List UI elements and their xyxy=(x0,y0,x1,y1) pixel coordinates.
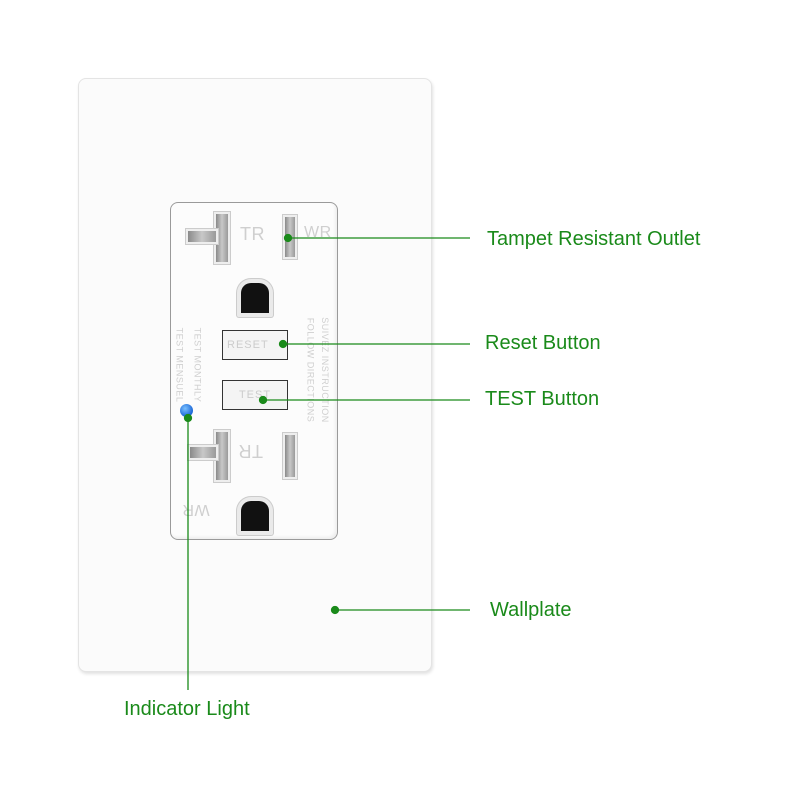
t-slot-bottom xyxy=(188,445,218,460)
label-indicator-light: Indicator Light xyxy=(124,698,250,720)
ground-hole-bottom xyxy=(237,497,273,535)
tr-mark: TR xyxy=(240,224,265,244)
leader-dot-wallplate xyxy=(330,605,340,615)
label-reset-button: Reset Button xyxy=(485,332,601,354)
leader-dot-tamper xyxy=(283,233,293,243)
gfci-receptacle xyxy=(170,202,338,540)
hot-slot-bottom xyxy=(283,433,297,479)
indicator-light xyxy=(180,404,193,417)
label-tamper-resistant-outlet: Tampet Resistant Outlet xyxy=(487,228,701,250)
reset-button[interactable]: RESET xyxy=(222,330,288,360)
t-slot-top xyxy=(186,229,218,244)
leader-dot-reset xyxy=(278,339,288,349)
leader-dot-test xyxy=(258,395,268,405)
ground-hole-top xyxy=(237,279,273,317)
label-wallplate: Wallplate xyxy=(490,599,572,621)
wr-mark: WR xyxy=(304,224,332,241)
leader-dot-indicator xyxy=(183,413,193,423)
label-test-button: TEST Button xyxy=(485,388,600,410)
